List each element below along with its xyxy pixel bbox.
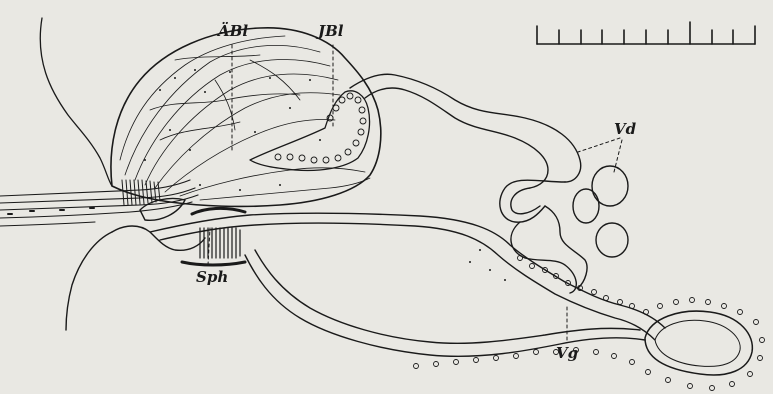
efferent-duct: [350, 74, 581, 188]
label-jbl: JBl: [318, 22, 343, 40]
stippled-cells: [414, 256, 765, 391]
gland-stipple: [144, 69, 506, 281]
inner-gland-cells: [275, 93, 366, 163]
vas-deferens: [500, 166, 628, 293]
label-abl: ÄBl: [218, 22, 248, 40]
label-vd: Vd: [614, 120, 636, 138]
scale-bar: [537, 22, 755, 44]
inner-gland: [250, 91, 370, 171]
outer-contour: [40, 18, 112, 186]
gland-outer: [111, 28, 381, 207]
entering-tubes: [0, 180, 198, 226]
label-vg: Vg: [556, 344, 578, 362]
terminal-vesicle: [645, 311, 752, 375]
label-sph: Sph: [196, 268, 228, 286]
